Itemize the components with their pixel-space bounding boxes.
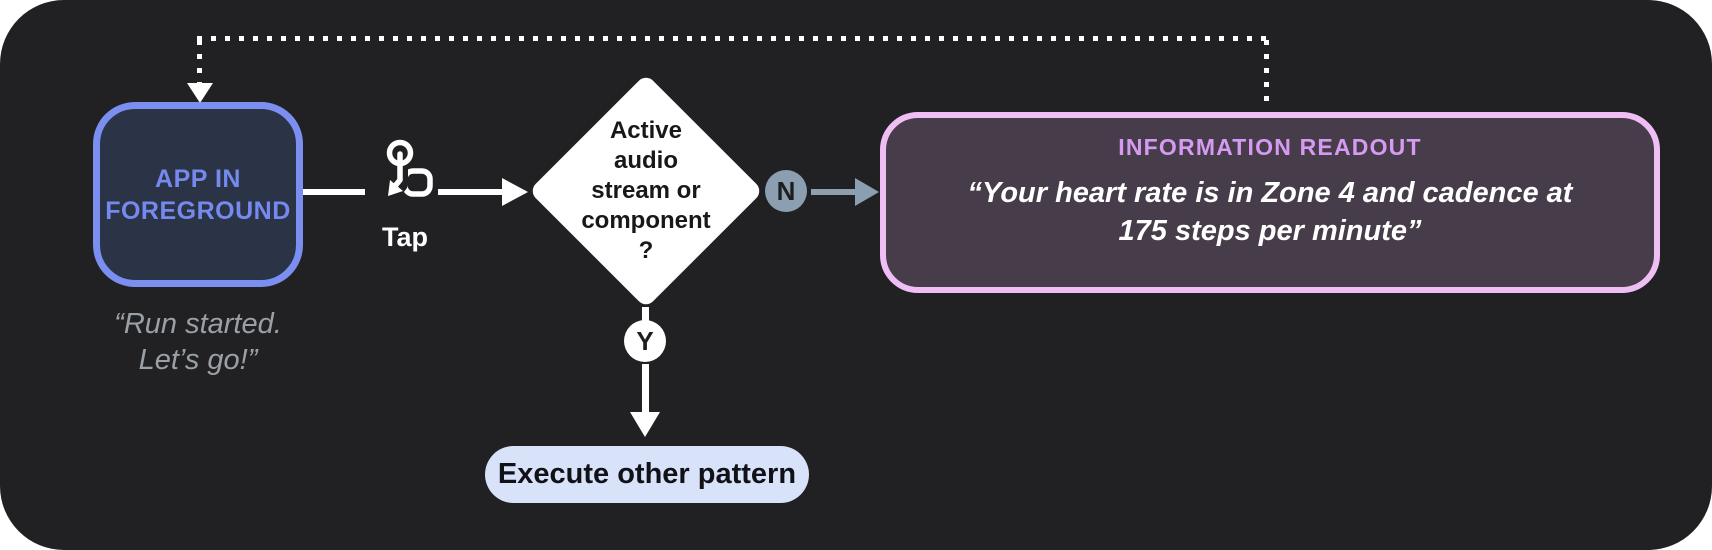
flow-line-decision-to-yes — [642, 307, 649, 321]
app-node-label: APP IN FOREGROUND — [105, 164, 291, 225]
tap-gesture-icon — [383, 139, 433, 203]
feedback-dotted-line-top — [197, 36, 1269, 41]
branch-no-badge: N — [765, 170, 807, 212]
feedback-dotted-line-right — [1264, 40, 1269, 110]
app-node-caption: “Run started. Let’s go!” — [114, 308, 282, 377]
readout-quote: “Your heart rate is in Zone 4 and cadenc… — [967, 177, 1573, 247]
node-execute-other-pattern: Execute other pattern — [485, 446, 809, 503]
node-information-readout: INFORMATION READOUT “Your heart rate is … — [880, 112, 1660, 293]
no-branch-arrowhead-icon — [855, 178, 879, 206]
flow-line-tap-to-decision — [438, 189, 502, 195]
node-app-in-foreground: APP IN FOREGROUND — [93, 102, 303, 287]
readout-title: INFORMATION READOUT — [1118, 134, 1422, 160]
flow-line-app-to-tap — [303, 189, 365, 195]
flow-line-no-branch — [811, 189, 857, 195]
flow-arrowhead-icon — [502, 178, 528, 206]
feedback-arrowhead-icon — [187, 83, 213, 103]
flow-line-yes-branch — [642, 364, 649, 414]
execute-other-pattern-label: Execute other pattern — [497, 458, 797, 490]
decision-question: Active audio stream or component ? — [581, 117, 711, 264]
branch-yes-badge: Y — [624, 320, 666, 362]
tap-label: Tap — [382, 222, 428, 252]
yes-branch-arrowhead-icon — [630, 412, 660, 437]
feedback-dotted-line-left — [197, 40, 202, 86]
